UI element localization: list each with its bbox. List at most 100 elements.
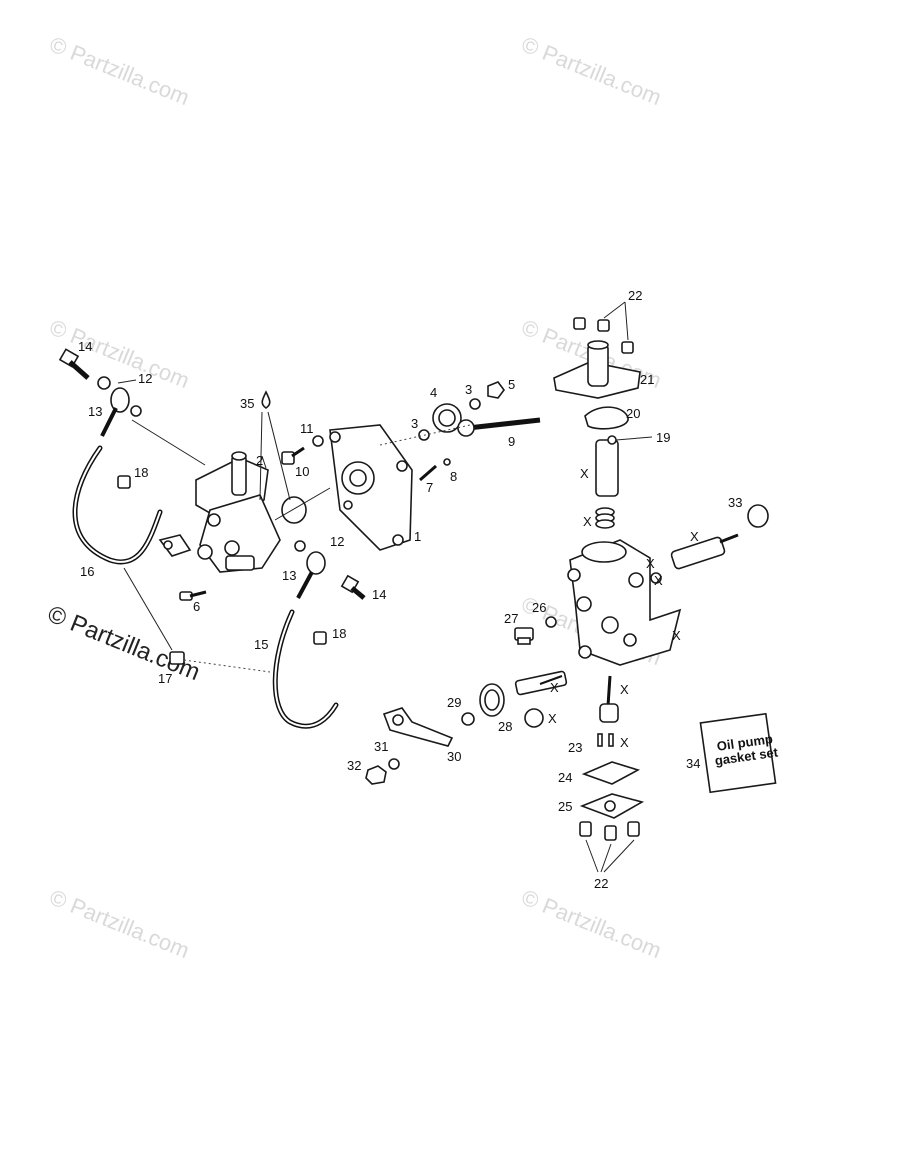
cover-25 xyxy=(579,793,645,819)
clamp-17 xyxy=(169,651,185,665)
gasket-set-34: Oil pump gasket set xyxy=(699,712,780,794)
callout: 7 xyxy=(426,480,433,495)
x-mark: X xyxy=(646,556,655,571)
callout: 10 xyxy=(295,464,309,479)
callouts: 1 2 3 3 4 5 6 7 8 9 10 11 12 12 13 13 14… xyxy=(78,288,742,891)
seal-33 xyxy=(747,504,769,528)
sealant-drop-35 xyxy=(261,390,271,409)
callout: 11 xyxy=(300,421,314,436)
callout: 1 xyxy=(414,529,421,544)
callout: 33 xyxy=(728,495,742,510)
washer-31 xyxy=(388,758,400,770)
lever-30 xyxy=(382,707,454,747)
watermark-large: © Partzilla.com xyxy=(44,601,204,687)
nut-5 xyxy=(487,381,505,399)
o-ring xyxy=(281,496,307,524)
callout: 19 xyxy=(656,430,670,445)
x-mark: X xyxy=(672,628,681,643)
callout: 31 xyxy=(374,739,388,754)
x-mark: X xyxy=(690,529,699,544)
seal-x xyxy=(524,708,544,728)
callout: 3 xyxy=(465,382,472,397)
x-marks: X X X X X X X X X X xyxy=(548,466,699,750)
x-mark: X xyxy=(550,680,559,695)
cover-21 xyxy=(553,340,641,399)
pump-block xyxy=(567,539,682,666)
callout: 26 xyxy=(532,600,546,615)
left-assembly xyxy=(58,348,413,729)
banjo-fitting-13-top xyxy=(100,387,130,437)
spring xyxy=(595,507,615,529)
x-mark: X xyxy=(580,466,589,481)
callout: 34 xyxy=(686,756,700,771)
callout: 12 xyxy=(138,371,152,386)
callout: 15 xyxy=(254,637,268,652)
plug-27 xyxy=(514,627,534,645)
callout: 27 xyxy=(504,611,518,626)
callout: 14 xyxy=(78,339,92,354)
gasket-24 xyxy=(581,761,641,785)
x-mark: X xyxy=(583,514,592,529)
x-mark: X xyxy=(654,573,663,588)
screw-6 xyxy=(179,590,207,601)
clamp-18-right xyxy=(313,631,327,645)
right-assembly: Oil pump gasket set xyxy=(365,301,780,873)
washer-12-lower xyxy=(294,540,306,552)
washer-12b xyxy=(130,405,142,417)
watermark: © Partzilla.com xyxy=(46,884,193,963)
o-ring-right xyxy=(650,572,662,584)
gasket-20 xyxy=(584,406,629,430)
clamp-18-left xyxy=(117,475,131,489)
callout: 13 xyxy=(88,404,102,419)
callout: 25 xyxy=(558,799,572,814)
callout: 5 xyxy=(508,377,515,392)
shaft-9 xyxy=(457,417,541,437)
nut-32 xyxy=(365,765,387,785)
oil-pump-body-2 xyxy=(158,451,281,573)
washer-11 xyxy=(312,435,324,447)
watermark: © Partzilla.com xyxy=(518,31,665,110)
callout: 29 xyxy=(447,695,461,710)
x-mark: X xyxy=(548,711,557,726)
spring-28 xyxy=(479,683,505,717)
x-mark: X xyxy=(620,735,629,750)
washer-8 xyxy=(443,458,451,466)
plunger-19 xyxy=(595,435,619,497)
drive-gear xyxy=(599,675,619,723)
bolt-14-lower xyxy=(340,574,366,600)
callout: 12 xyxy=(330,534,344,549)
callout: 24 xyxy=(558,770,572,785)
callout: 14 xyxy=(372,587,386,602)
bolt-14-top xyxy=(58,348,90,380)
callout: 22 xyxy=(628,288,642,303)
callout: 23 xyxy=(568,740,582,755)
gear-drive xyxy=(379,381,541,482)
callout: 18 xyxy=(134,465,148,480)
callout: 21 xyxy=(640,372,654,387)
washer-12-top xyxy=(97,376,111,390)
callout: 17 xyxy=(158,671,172,686)
x-mark: X xyxy=(620,682,629,697)
callout: 22 xyxy=(594,876,608,891)
callout: 2 xyxy=(256,453,263,468)
screws-22-top xyxy=(573,317,634,354)
washer-26 xyxy=(545,616,557,628)
screw-10 xyxy=(281,446,305,465)
callout: 30 xyxy=(447,749,461,764)
callout: 16 xyxy=(80,564,94,579)
callout: 9 xyxy=(508,434,515,449)
pins-23 xyxy=(597,733,614,747)
screws-22-bottom xyxy=(579,821,640,841)
callout: 18 xyxy=(332,626,346,641)
callout: 3 xyxy=(411,416,418,431)
callout: 20 xyxy=(626,406,640,421)
callout: 4 xyxy=(430,385,437,400)
washer-3-top xyxy=(469,398,481,410)
pump-housing-1 xyxy=(329,424,413,551)
watermark: © Partzilla.com xyxy=(46,31,193,110)
banjo-fitting-13-lower xyxy=(296,551,326,599)
callout: 13 xyxy=(282,568,296,583)
callout: 8 xyxy=(450,469,457,484)
callout: 32 xyxy=(347,758,361,773)
